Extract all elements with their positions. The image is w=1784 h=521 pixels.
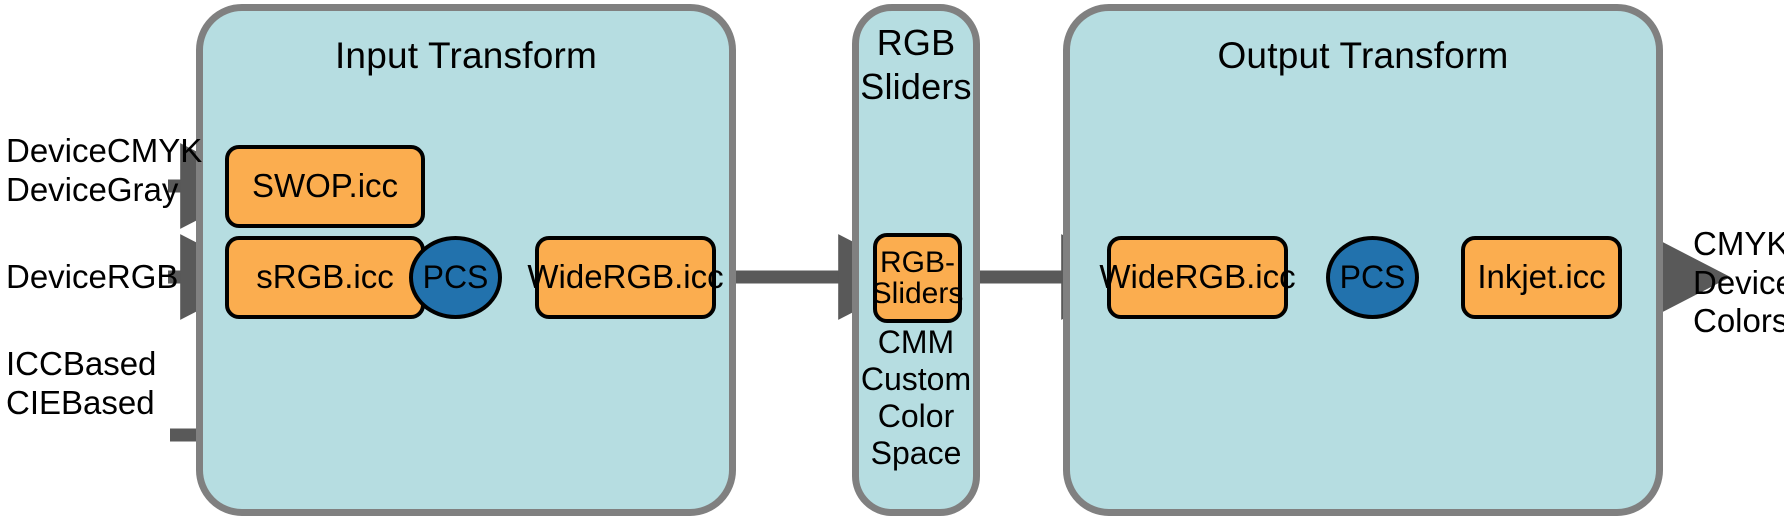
node-srgb-icc-label: sRGB.icc: [256, 258, 394, 296]
input-label-iccbased: ICCBased: [6, 345, 157, 382]
output-label-colors: Colors: [1693, 302, 1784, 340]
input-label-iccbased-ciebased: ICCBased CIEBased: [6, 345, 156, 422]
input-label-devicecmyk: DeviceCMYK: [6, 132, 203, 169]
sliders-caption: CMM Custom Color Space: [852, 324, 980, 472]
node-rgb-sliders-label-line1: RGB-: [880, 245, 955, 279]
input-label-devicergb-line1: DeviceRGB: [6, 258, 179, 295]
panel-input-transform-title: Input Transform: [334, 35, 598, 76]
node-widergb-icc-input[interactable]: WideRGB.icc: [527, 236, 724, 319]
node-srgb-icc[interactable]: sRGB.icc: [225, 236, 425, 319]
output-label-device: Device: [1693, 263, 1784, 301]
output-label-cmyk: CMYK: [1693, 225, 1784, 262]
sliders-caption-custom: Custom: [860, 361, 972, 398]
node-rgb-sliders-label-line2: Sliders: [871, 277, 964, 310]
node-widergb-icc-output-label: WideRGB.icc: [1099, 258, 1296, 296]
node-inkjet-icc[interactable]: Inkjet.icc: [1461, 236, 1622, 319]
sliders-caption-space: Space: [870, 435, 962, 472]
node-swop-icc-label: SWOP.icc: [251, 167, 399, 205]
node-pcs-input-label: PCS: [422, 259, 489, 295]
panel-rgb-sliders-title-line2: Sliders: [860, 66, 972, 107]
node-rgb-sliders[interactable]: RGB- Sliders: [871, 233, 964, 323]
sliders-caption-cmm: CMM: [877, 324, 955, 360]
node-pcs-output-label: PCS: [1339, 259, 1406, 295]
input-label-devicegray: DeviceGray: [6, 170, 179, 208]
node-widergb-icc-output[interactable]: WideRGB.icc: [1099, 236, 1296, 319]
node-swop-icc[interactable]: SWOP.icc: [225, 145, 425, 228]
node-pcs-input[interactable]: PCS: [409, 236, 502, 319]
node-pcs-output[interactable]: PCS: [1326, 236, 1419, 319]
node-widergb-icc-input-label: WideRGB.icc: [527, 258, 724, 296]
input-label-ciebased: CIEBased: [6, 383, 155, 421]
output-label-cmyk-device-colors: CMYK Device Colors: [1693, 225, 1784, 341]
sliders-caption-color: Color: [877, 398, 955, 435]
input-label-devicergb: DeviceRGB: [6, 258, 178, 297]
panel-rgb-sliders-title-line1: RGB: [876, 22, 956, 63]
panel-output-transform-title: Output Transform: [1217, 35, 1509, 76]
input-label-devicecmyk-devicegray: DeviceCMYK DeviceGray: [6, 132, 202, 209]
node-inkjet-icc-label: Inkjet.icc: [1477, 258, 1606, 296]
